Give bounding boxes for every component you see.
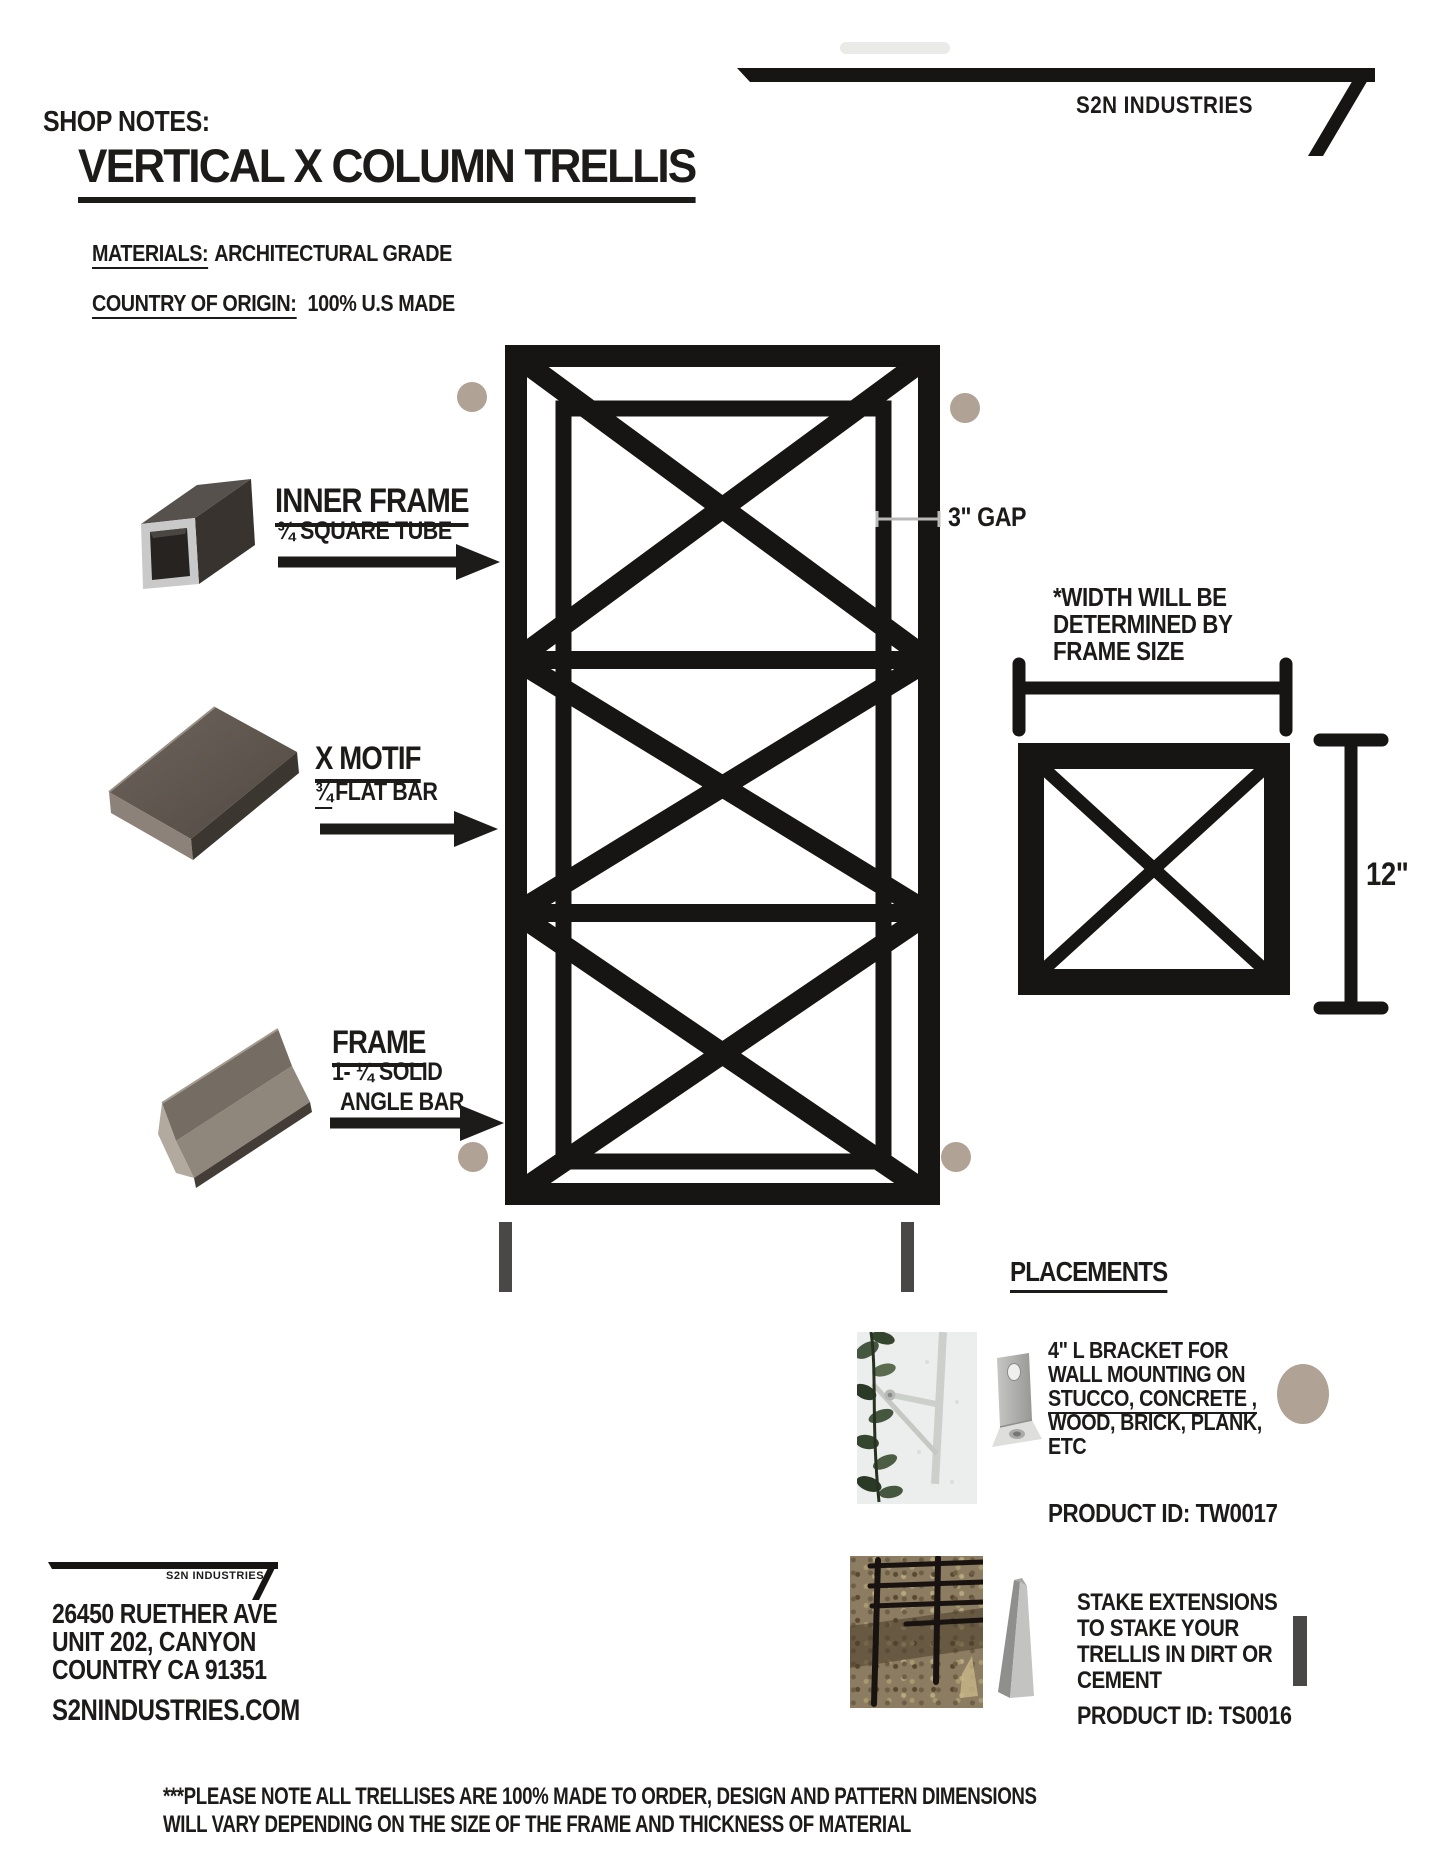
tan-dot-bottom-right <box>941 1142 971 1172</box>
materials-value: ARCHITECTURAL GRADE <box>214 240 452 266</box>
height-label: 12" <box>1366 856 1409 892</box>
wall-bracket-desc: 4" L BRACKET FOR WALL MOUNTING ON STUCCO… <box>1048 1338 1297 1458</box>
trellis-stake-right <box>901 1222 914 1292</box>
page-title: VERTICAL X COLUMN TRELLIS <box>78 138 697 203</box>
origin-line: COUNTRY OF ORIGIN: 100% U.S MADE <box>92 290 456 319</box>
wall-bracket-desc-line2: WALL MOUNTING ON <box>1048 1361 1246 1387</box>
wall-bracket-desc-line3-text: STUCCO, CONCRETE , <box>1048 1385 1257 1414</box>
brand-logo-footer-icon <box>48 1562 278 1600</box>
wall-bracket-desc-line4: WOOD, BRICK, PLANK, <box>1048 1409 1262 1435</box>
wall-bracket-desc-line1: 4" L BRACKET FOR <box>1048 1337 1229 1363</box>
page-title-wrap: VERTICAL X COLUMN TRELLIS <box>78 138 735 203</box>
brand-logo-icon <box>737 68 1375 156</box>
frame-title: FRAME <box>332 1024 426 1067</box>
footer-note: ***PLEASE NOTE ALL TRELLISES ARE 100% MA… <box>163 1783 1283 1839</box>
width-note: *WIDTH WILL BE DETERMINED BY FRAME SIZE <box>1053 584 1262 665</box>
origin-label: COUNTRY OF ORIGIN: <box>92 290 297 319</box>
frame-spec-line2: ANGLE BAR <box>340 1088 464 1116</box>
website-text: S2NINDUSTRIES.COM <box>52 1694 300 1727</box>
plant-leaves-icon <box>857 1332 903 1503</box>
address-line2: UNIT 202, CANYON <box>52 1626 256 1657</box>
inner-frame-title: INNER FRAME <box>275 482 469 527</box>
address-line1: 26450 RUETHER AVE <box>52 1598 278 1629</box>
origin-value: 100% U.S MADE <box>307 290 456 316</box>
height-dimension-line <box>1313 733 1389 1015</box>
width-dimension-line <box>1012 657 1293 737</box>
x-motif-spec-fraction: ¾ <box>315 778 333 809</box>
trellis-stake-left <box>499 1222 512 1292</box>
inner-frame-spec: ¾ SQUARE TUBE <box>277 517 452 545</box>
x-motif-title: X MOTIF <box>315 740 421 783</box>
width-note-line2: DETERMINED BY <box>1053 609 1233 639</box>
materials-line: MATERIALS:ARCHITECTURAL GRADE <box>92 240 452 269</box>
wall-bracket-desc-line5: ETC <box>1048 1433 1087 1459</box>
tan-dot-top-left <box>457 382 487 412</box>
width-note-line1: *WIDTH WILL BE <box>1053 582 1227 612</box>
frame-spec-line1: 1- ¼ SOLID <box>332 1058 443 1086</box>
placements-heading: PLACEMENTS <box>1010 1256 1168 1293</box>
shop-notes-label: SHOP NOTES: <box>43 106 210 138</box>
tan-dot-bottom-left <box>458 1142 488 1172</box>
footer-note-line2: WILL VARY DEPENDING ON THE SIZE OF THE F… <box>163 1811 911 1838</box>
footer-note-line1: ***PLEASE NOTE ALL TRELLISES ARE 100% MA… <box>163 1783 1037 1810</box>
wall-bracket-product-id: PRODUCT ID: TW0017 <box>1048 1498 1278 1528</box>
stake-desc-line2: TO STAKE YOUR <box>1077 1615 1239 1642</box>
frame-arrow-icon <box>330 1105 504 1141</box>
x-square-diagram <box>1018 743 1290 995</box>
stake-desc-line3: TRELLIS IN DIRT OR <box>1077 1641 1273 1668</box>
x-motif-arrow-icon <box>320 811 498 847</box>
tan-dot-placements <box>1277 1364 1329 1424</box>
wall-bracket-desc-line3: STUCCO, CONCRETE , <box>1048 1385 1262 1414</box>
address-block: 26450 RUETHER AVE UNIT 202, CANYON COUNT… <box>52 1600 327 1684</box>
materials-label: MATERIALS: <box>92 240 209 269</box>
stake-desc: STAKE EXTENSIONS TO STAKE YOUR TRELLIS I… <box>1077 1590 1310 1694</box>
stake-product-id: PRODUCT ID: TS0016 <box>1077 1702 1292 1730</box>
staked-trellis-photo-art <box>850 1556 983 1707</box>
x-motif-spec-text: FLAT BAR <box>335 778 438 806</box>
address-line3: COUNTRY CA 91351 <box>52 1654 267 1685</box>
gap-label: 3" GAP <box>948 502 1027 532</box>
gray-bar-accent <box>1293 1616 1307 1686</box>
wall-mount-photo <box>857 1332 977 1504</box>
wall-mount-photo-art <box>857 1332 959 1503</box>
square-tube-photo-icon <box>141 479 255 589</box>
stake-desc-line1: STAKE EXTENSIONS <box>1077 1589 1278 1616</box>
trellis-diagram <box>457 345 980 1292</box>
inner-frame-arrow-icon <box>278 544 500 580</box>
staked-trellis-photo <box>850 1556 983 1708</box>
l-bracket-icon <box>992 1353 1042 1447</box>
brand-name-footer: S2N INDUSTRIES <box>166 1570 265 1582</box>
paper-artifact <box>840 42 950 54</box>
gap-dimension-line <box>875 511 941 527</box>
stake-icon <box>998 1578 1034 1698</box>
flat-bar-photo-icon <box>108 706 299 860</box>
width-note-line3: FRAME SIZE <box>1053 636 1185 666</box>
angle-bar-photo-icon <box>158 1028 312 1188</box>
tan-dot-top-right <box>950 393 980 423</box>
brand-name: S2N INDUSTRIES <box>1076 92 1253 119</box>
stake-desc-line4: CEMENT <box>1077 1667 1162 1694</box>
